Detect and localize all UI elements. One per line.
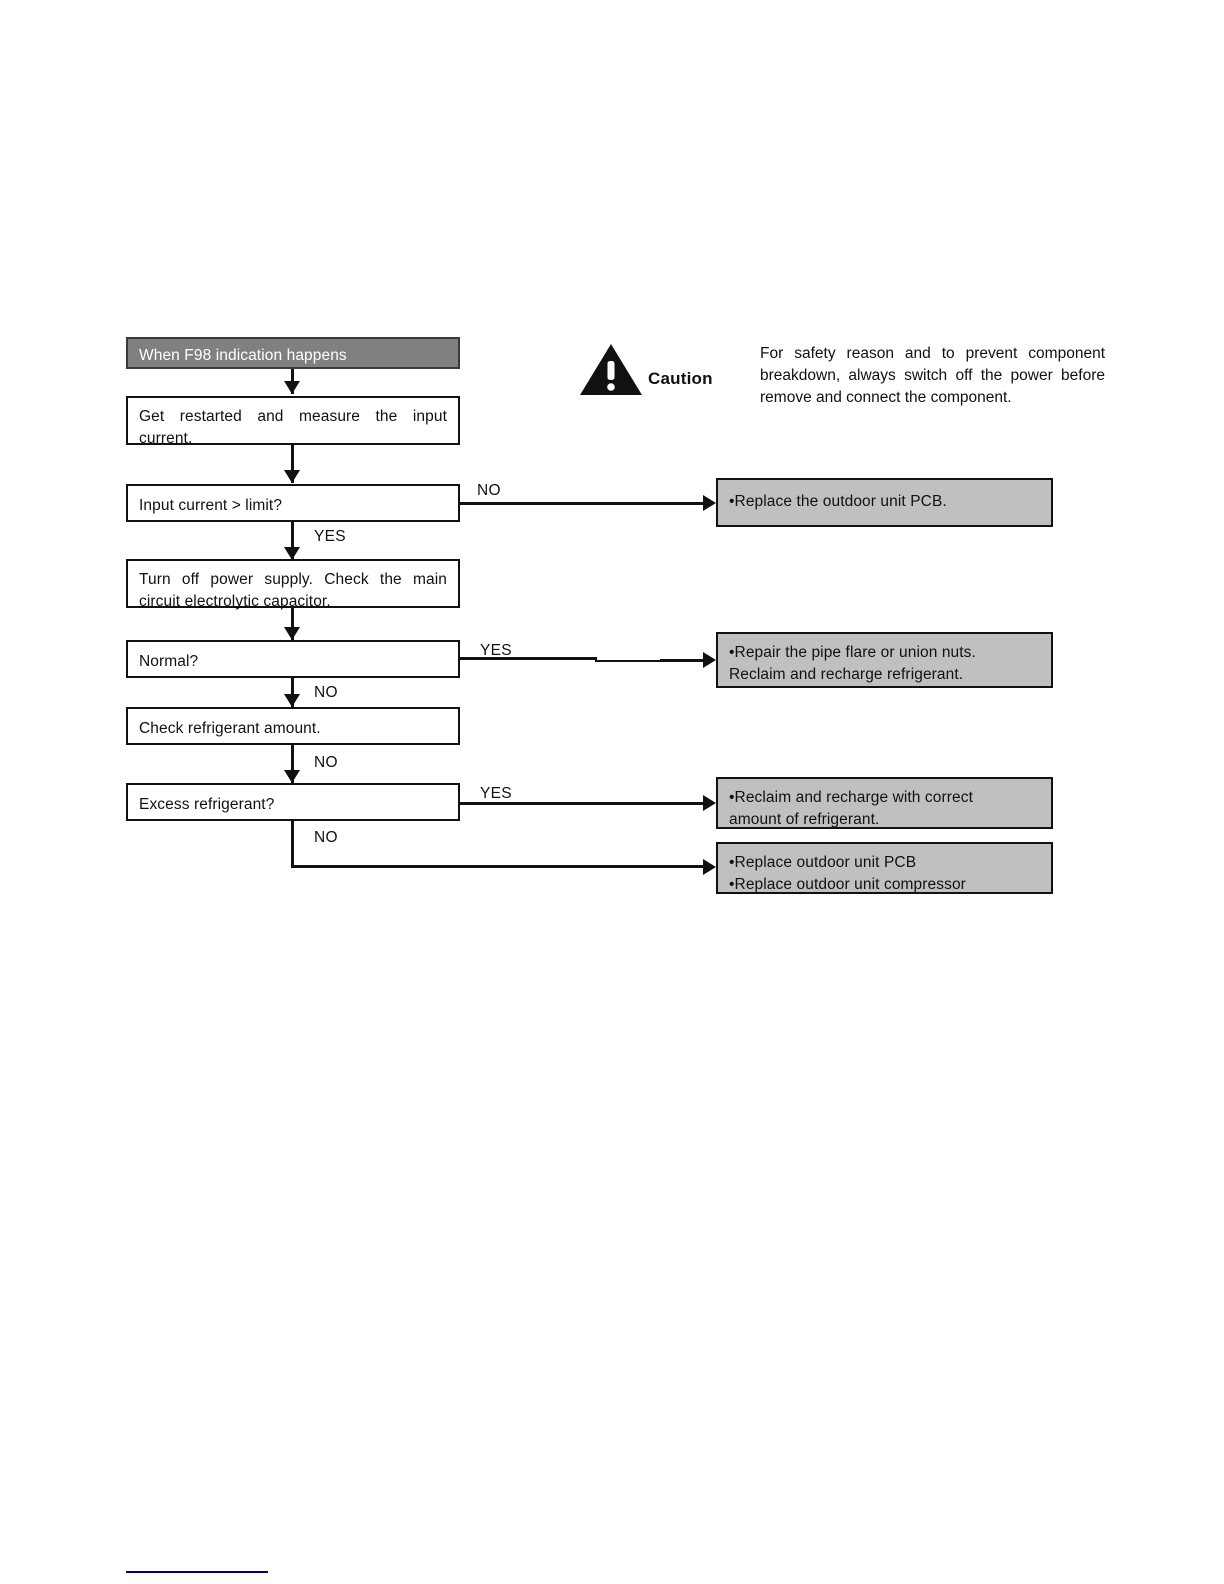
action3-line1: •Reclaim and recharge with correct — [729, 789, 974, 806]
connector-decision1-to-step2 — [291, 522, 294, 560]
step-measure-input-current: Get restarted and measure the input curr… — [126, 396, 460, 447]
step-check-refrigerant-amount: Check refrigerant amount. — [126, 707, 460, 745]
action2-line1: •Repair the pipe flare or union nuts. — [729, 644, 976, 661]
action-reclaim-recharge-correct: •Reclaim and recharge with correct amoun… — [716, 777, 1053, 829]
action4-line1: •Replace outdoor unit PCB — [729, 854, 917, 871]
arrowhead-decision1-to-step2 — [284, 547, 300, 560]
connector-step2-to-decision2 — [291, 608, 294, 641]
decision1-label: Input current > limit? — [139, 497, 283, 514]
caution-text: For safety reason and to prevent compone… — [760, 345, 1105, 406]
edge-label-decision1-yes: YES — [314, 528, 346, 545]
arrowhead-decision3-no — [703, 859, 716, 875]
edge-label-decision2-yes: YES — [480, 642, 512, 659]
step-turn-off-power-check-capacitor: Turn off power supply. Check the main ci… — [126, 559, 460, 610]
step3-label: Check refrigerant amount. — [139, 720, 321, 737]
connector-decision3-yes — [460, 802, 712, 805]
action3-line2: amount of refrigerant. — [729, 811, 880, 828]
flow-header-label: When F98 indication happens — [139, 347, 347, 364]
caution-label: Caution — [648, 369, 713, 388]
action-replace-pcb-compressor: •Replace outdoor unit PCB •Replace outdo… — [716, 842, 1053, 894]
arrowhead-decision2-to-step3 — [284, 694, 300, 707]
edge-label-decision2-no: NO — [314, 684, 338, 701]
arrowhead-decision3-yes — [703, 795, 716, 811]
connector-step3-to-decision3 — [291, 745, 294, 783]
step1-line2: current. — [139, 430, 193, 447]
footer-rule — [126, 1571, 268, 1573]
decision-excess-refrigerant: Excess refrigerant? — [126, 783, 460, 821]
arrowhead-step3-to-decision3 — [284, 770, 300, 783]
action4-line2: •Replace outdoor unit compressor — [729, 876, 966, 893]
connector-decision2-yes-seg2 — [595, 660, 712, 662]
edge-label-decision3-no: NO — [314, 829, 338, 846]
connector-decision3-no-horizontal — [291, 865, 712, 868]
action1-line1: •Replace the outdoor unit PCB. — [729, 493, 947, 510]
connector-decision2-to-step3 — [291, 678, 294, 707]
arrowhead-decision1-no — [703, 495, 716, 511]
action-replace-outdoor-pcb: •Replace the outdoor unit PCB. — [716, 478, 1053, 527]
flow-header-box: When F98 indication happens — [126, 337, 460, 369]
step2-line2: circuit electrolytic capacitor. — [139, 593, 331, 610]
arrowhead-decision2-yes — [703, 652, 716, 668]
arrowhead-header-to-step1 — [284, 381, 300, 394]
connector-step1-to-decision1 — [291, 445, 294, 483]
connector-decision3-no-vertical — [291, 821, 294, 868]
edge-label-decision3-yes: YES — [480, 785, 512, 802]
warning-triangle-icon — [578, 341, 644, 397]
decision2-label: Normal? — [139, 653, 199, 670]
edge-label-step3-no: NO — [314, 754, 338, 771]
decision-normal: Normal? — [126, 640, 460, 678]
arrowhead-step2-to-decision2 — [284, 627, 300, 640]
edge-label-decision1-no: NO — [477, 482, 501, 499]
connector-decision1-no — [460, 502, 712, 505]
connector-decision2-yes-seg3 — [660, 659, 712, 662]
caution-block: Caution For safety reason and to prevent… — [578, 341, 1105, 406]
arrowhead-step1-to-decision1 — [284, 470, 300, 483]
action-repair-pipe-flare: •Repair the pipe flare or union nuts. Re… — [716, 632, 1053, 688]
step2-line1: Turn off power supply. Check the main — [139, 571, 447, 588]
action2-line2: Reclaim and recharge refrigerant. — [729, 666, 964, 683]
connector-decision2-yes-seg1 — [460, 657, 597, 660]
decision-input-current-over-limit: Input current > limit? — [126, 484, 460, 522]
step1-line1: Get restarted and measure the input — [139, 408, 447, 425]
decision3-label: Excess refrigerant? — [139, 796, 275, 813]
